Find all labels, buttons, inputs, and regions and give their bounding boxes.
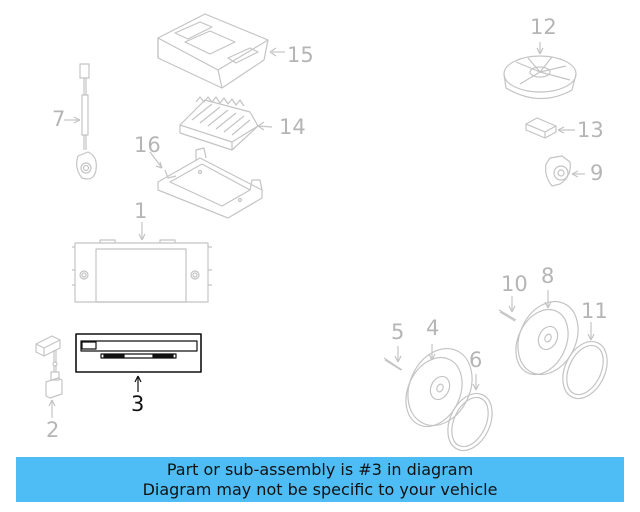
part-15-cover [157, 13, 285, 89]
part-11-ring [562, 322, 608, 400]
callout-14[interactable]: 14 [279, 115, 306, 139]
part-10-screw [498, 296, 517, 322]
banner-line-1: Part or sub-assembly is #3 in diagram [166, 459, 474, 479]
part-9-tweeter [545, 155, 585, 187]
callout-13[interactable]: 13 [577, 118, 604, 142]
callout-1[interactable]: 1 [134, 199, 148, 223]
callout-7[interactable]: 7 [52, 107, 66, 131]
banner-line-2: Diagram may not be specific to your vehi… [142, 479, 498, 499]
callout-4[interactable]: 4 [426, 316, 440, 340]
info-banner: Part or sub-assembly is #3 in diagram Di… [16, 457, 624, 502]
part-1-display [72, 222, 212, 303]
part-2-connector [35, 335, 63, 418]
callout-2[interactable]: 2 [46, 418, 60, 442]
part-13-block [525, 117, 575, 139]
callout-3[interactable]: 3 [131, 392, 145, 416]
callout-5[interactable]: 5 [391, 320, 405, 344]
part-6-ring [447, 374, 493, 452]
callout-15[interactable]: 15 [287, 43, 314, 67]
part-7-cable [64, 63, 97, 180]
part-14-amplifier [179, 96, 273, 151]
callout-10[interactable]: 10 [501, 272, 528, 296]
part-4-speaker [405, 344, 473, 428]
callout-12[interactable]: 12 [530, 15, 557, 39]
part-3-media-unit [75, 333, 202, 392]
callout-8[interactable]: 8 [541, 264, 555, 288]
part-16-bracket [149, 147, 263, 219]
callout-11[interactable]: 11 [581, 299, 608, 323]
part-5-screw [383, 346, 403, 371]
callout-9[interactable]: 9 [590, 161, 604, 185]
callout-16[interactable]: 16 [134, 133, 161, 157]
callout-6[interactable]: 6 [469, 348, 483, 372]
part-8-speaker [515, 290, 579, 376]
part-12-speaker [503, 42, 577, 100]
